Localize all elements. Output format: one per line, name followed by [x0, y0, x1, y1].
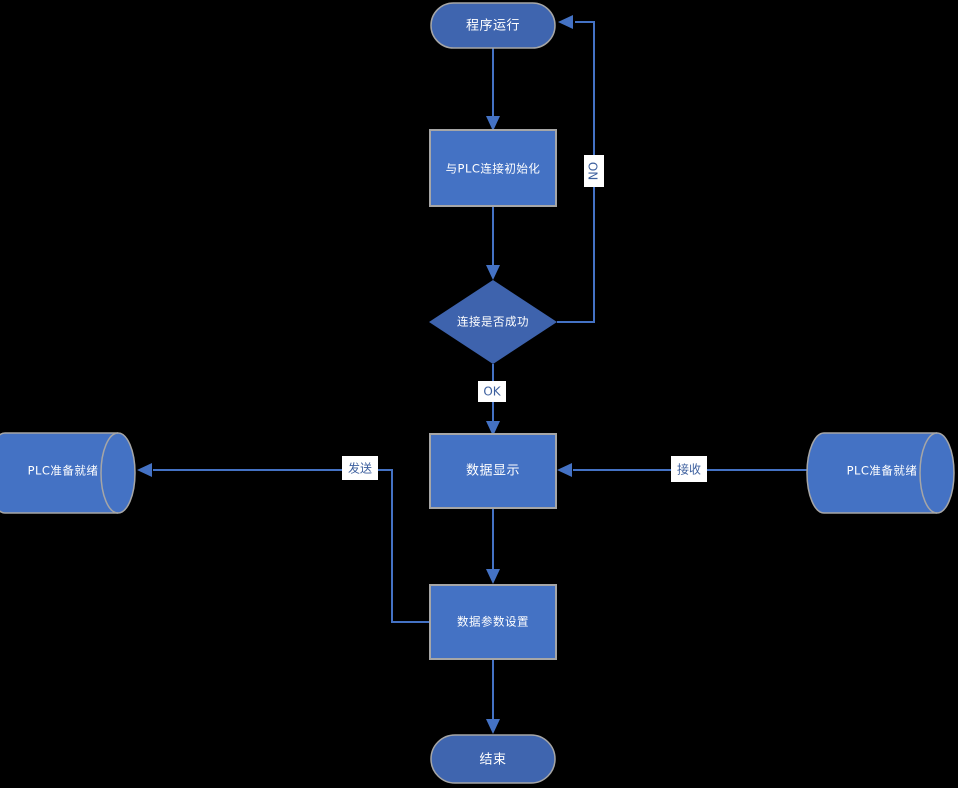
- node-decision-label: 连接是否成功: [457, 315, 529, 329]
- edge-label-no: NO: [584, 155, 604, 187]
- edge-label-background: [671, 456, 707, 482]
- node-init[interactable]: 与PLC连接初始化: [429, 129, 557, 207]
- node-plc-left[interactable]: PLC准备就绪: [0, 432, 136, 514]
- node-end-label: 结束: [479, 753, 506, 768]
- edge-label-background: [478, 381, 506, 402]
- node-display[interactable]: 数据显示: [429, 433, 557, 509]
- arrowhead-icon: [486, 265, 500, 280]
- edge-line: [153, 469, 430, 623]
- edge-start-to-init: [486, 47, 500, 131]
- edge-label-send-text: 发送: [348, 461, 372, 476]
- edge-label-no-text: NO: [587, 162, 601, 180]
- node-params[interactable]: 数据参数设置: [429, 584, 557, 660]
- edge-label-background: [584, 155, 604, 187]
- node-start-label: 程序运行: [466, 19, 520, 34]
- edge-label-ok-text: OK: [483, 385, 501, 399]
- arrowhead-icon: [486, 116, 500, 131]
- edge-label-receive: 接收: [671, 456, 707, 482]
- edge-init-to-decision: [486, 206, 500, 280]
- node-display-label: 数据显示: [466, 464, 520, 479]
- node-end[interactable]: 结束: [430, 734, 556, 784]
- arrowhead-icon: [137, 463, 152, 477]
- cylinder-cap: [100, 432, 119, 514]
- edge-label-ok: OK: [478, 381, 506, 402]
- node-params-label: 数据参数设置: [457, 615, 529, 629]
- edge-display-to-params: [486, 508, 500, 584]
- node-start[interactable]: 程序运行: [430, 2, 556, 49]
- node-shape: [429, 584, 557, 660]
- node-shape: [429, 433, 557, 509]
- node-shape: [429, 280, 557, 364]
- edge-params-to-end: [486, 659, 500, 734]
- edge-params-to-plc-left-send: [137, 463, 430, 623]
- node-decision[interactable]: 连接是否成功: [429, 280, 557, 364]
- arrowhead-icon: [558, 15, 573, 29]
- arrowhead-icon: [486, 719, 500, 734]
- node-plc-right-label: PLC准备就绪: [847, 464, 918, 478]
- edge-label-background: [342, 456, 378, 480]
- node-plc-right[interactable]: PLC准备就绪: [806, 432, 955, 514]
- node-init-label: 与PLC连接初始化: [446, 162, 541, 176]
- arrowhead-icon: [486, 569, 500, 584]
- cylinder-cap: [919, 432, 938, 514]
- node-shape: [429, 129, 557, 207]
- node-plc-left-label: PLC准备就绪: [28, 464, 99, 478]
- arrowhead-icon: [557, 463, 572, 477]
- edge-label-receive-text: 接收: [677, 462, 701, 477]
- node-shape: [430, 734, 556, 784]
- edge-label-send: 发送: [342, 456, 378, 480]
- node-shape: [430, 2, 556, 49]
- arrowhead-icon: [486, 421, 500, 436]
